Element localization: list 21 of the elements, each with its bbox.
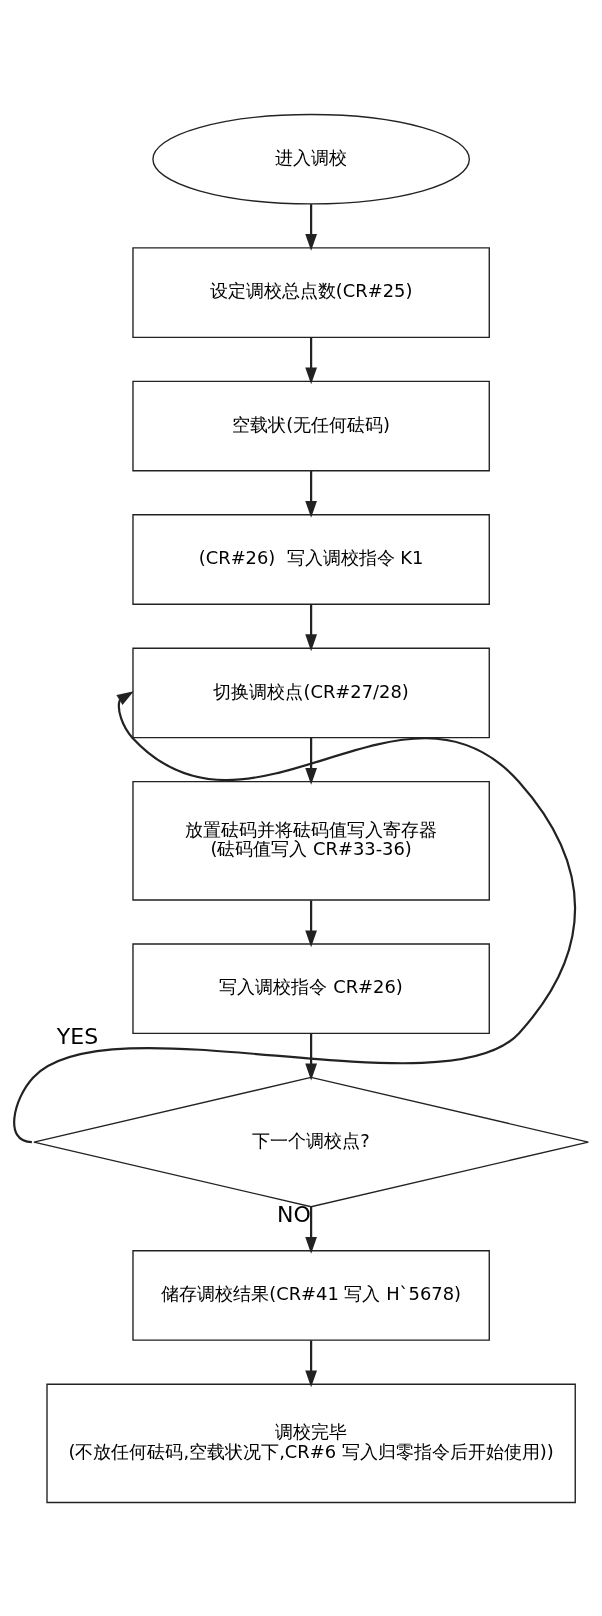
node-box: 写入调校指令 CR#26): [132, 942, 490, 1034]
node-box: 调校完毕 (不放任何砝码,空载状况下,CR#6 写入归零指令后开始使用)): [46, 1383, 576, 1503]
node-box: 切换调校点(CR#27/28): [132, 647, 490, 738]
arrow: [305, 603, 317, 651]
node-box: 储存调校结果(CR#41 写入 H`5678): [132, 1249, 490, 1341]
arrow: [13, 690, 576, 1143]
node-diamond: 下一个调校点?: [33, 1076, 589, 1207]
arrow: [305, 1033, 317, 1080]
arrow: [305, 470, 317, 518]
node-box: (CR#26) 写入调校指令 K1: [132, 513, 490, 605]
arrow: [305, 337, 317, 384]
arrow: [305, 1206, 317, 1254]
node-ellipse: 进入调校: [152, 113, 470, 205]
node-box: 设定调校总点数(CR#25): [132, 246, 490, 338]
arrow: [305, 899, 317, 947]
arrow: [305, 737, 317, 785]
arrow: [305, 203, 317, 251]
arrow: [305, 1339, 317, 1387]
node-box: 放置砝码并将砝码值写入寄存器 (砝码值写入 CR#33-36): [132, 780, 490, 901]
node-box: 空载状(无任何砝码): [132, 380, 490, 471]
edge-label: YES: [56, 1023, 99, 1049]
